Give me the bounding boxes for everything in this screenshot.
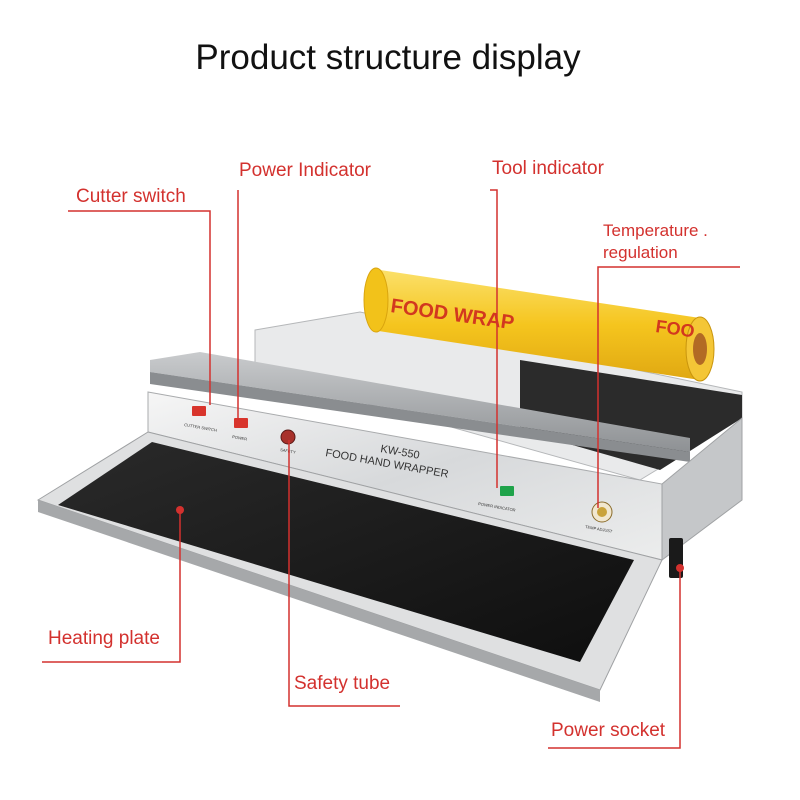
panel-power-label: POWER xyxy=(232,434,248,442)
panel-cutter-label: CUTTER SWITCH xyxy=(184,422,218,433)
callout-line-cutter xyxy=(68,210,211,405)
dot-power-socket xyxy=(676,564,684,572)
dot-heating-plate xyxy=(176,506,184,514)
callout-line-heating xyxy=(42,510,181,663)
tool-indicator-light xyxy=(500,486,514,496)
page-title: Product structure display xyxy=(195,38,581,77)
top-rail xyxy=(150,352,690,452)
panel-safety-label: SAFETY xyxy=(280,447,297,455)
callout-line-socket xyxy=(548,568,681,749)
label-temperature-line2: regulation xyxy=(603,243,678,262)
power-switch xyxy=(234,418,248,428)
label-tool-indicator: Tool indicator xyxy=(492,158,604,179)
callout-line-tool xyxy=(490,189,498,488)
label-temperature-line1: Temperature . xyxy=(603,221,708,240)
power-socket xyxy=(669,538,683,578)
label-temperature: Temperature . regulation xyxy=(603,220,708,264)
film-roll: FOOD WRAP FOO xyxy=(363,267,715,382)
label-heating-plate: Heating plate xyxy=(48,628,160,649)
callout-line-temp xyxy=(597,266,740,508)
callout-lines xyxy=(42,189,740,749)
heating-plate xyxy=(58,442,634,662)
safety-button xyxy=(280,429,296,445)
panel-tool-label: POWER INDICATOR xyxy=(478,501,516,513)
side-panel xyxy=(661,416,743,561)
panel-temp-label: TEMP ADJUST xyxy=(585,524,613,534)
label-power-indicator: Power Indicator xyxy=(239,160,372,181)
label-cutter-switch: Cutter switch xyxy=(76,186,186,207)
callout-line-safety xyxy=(288,440,400,707)
label-safety-tube: Safety tube xyxy=(294,673,391,694)
label-power-socket: Power socket xyxy=(551,720,666,741)
cutter-switch xyxy=(192,406,206,416)
